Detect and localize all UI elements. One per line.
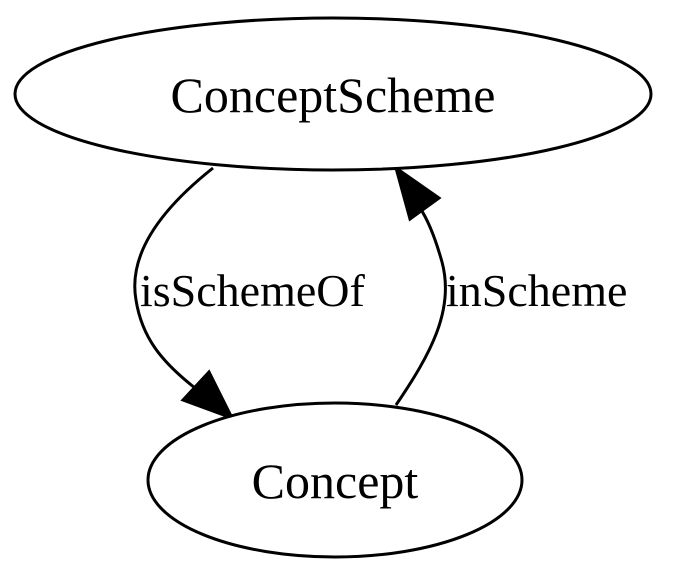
edge-is-scheme-of-line bbox=[133, 166, 214, 390]
edge-is-scheme-of: isSchemeOf bbox=[133, 166, 366, 421]
edge-in-scheme: inScheme bbox=[393, 164, 627, 406]
node-concept-label: Concept bbox=[252, 453, 419, 509]
node-concept: Concept bbox=[146, 401, 524, 559]
edge-is-scheme-of-arrowhead bbox=[180, 369, 236, 421]
node-concept-scheme-shape bbox=[13, 16, 653, 172]
edge-in-scheme-arrowhead bbox=[393, 164, 442, 222]
edge-in-scheme-line bbox=[394, 207, 447, 406]
edge-is-scheme-of-label: isSchemeOf bbox=[140, 265, 366, 316]
node-concept-scheme-label: ConceptScheme bbox=[171, 67, 496, 123]
node-concept-scheme: ConceptScheme bbox=[13, 16, 653, 172]
edge-in-scheme-label: inScheme bbox=[446, 265, 627, 316]
node-concept-shape bbox=[146, 401, 524, 559]
